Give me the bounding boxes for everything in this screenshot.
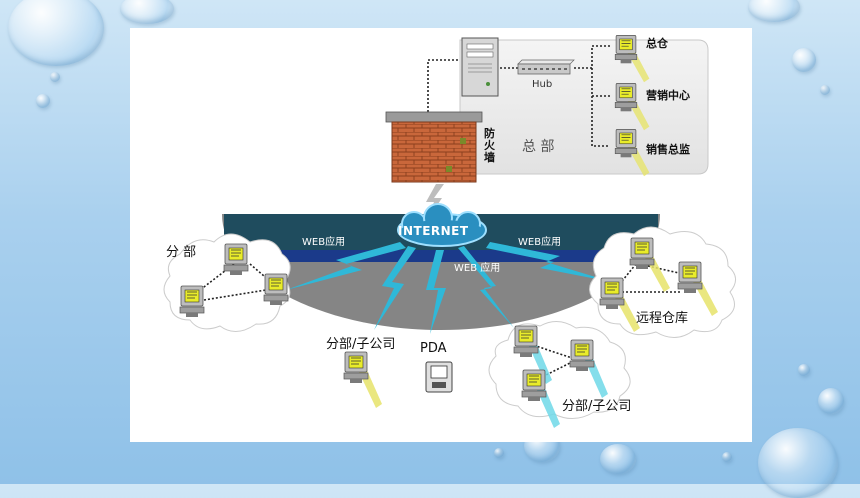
computer-icon (179, 285, 205, 318)
water-drop-decoration (792, 48, 816, 72)
internet-label: INTERNET (398, 224, 469, 238)
computer-icon (614, 82, 650, 131)
web-app-label-right: WEB应用 (518, 237, 562, 248)
water-drop-decoration (8, 0, 104, 66)
computer-icon (223, 243, 249, 276)
computer-icon (629, 237, 670, 292)
server-icon (461, 37, 499, 97)
terminal-label-warehouse: 总仓 (646, 37, 668, 50)
computer-icon (513, 325, 552, 384)
firewall-icon (385, 111, 483, 183)
web-app-label-left: WEB应用 (302, 237, 346, 248)
computer-icon (263, 273, 289, 306)
branch-network-remote (589, 226, 736, 338)
terminal-label-sales-director: 销售总监 (646, 143, 690, 156)
hub-icon (517, 59, 575, 75)
water-drop-decoration (494, 448, 504, 458)
water-drop-decoration (818, 388, 844, 414)
water-drop-decoration (36, 94, 50, 108)
network-diagram (163, 34, 736, 428)
terminal-label-marketing: 营销中心 (646, 89, 690, 102)
web-app-label-center: WEB 应用 (454, 263, 501, 274)
computer-icon (614, 128, 650, 177)
slide-content-area: Hub 总 部 防 火 墙 总仓 营销中心 销售总监 INTERNET WEB应… (130, 28, 752, 442)
computer-icon (569, 339, 608, 398)
pda-icon (425, 361, 453, 393)
water-drop-decoration (120, 0, 174, 24)
branch-subsidiary-label-left: 分部/子公司 (326, 337, 396, 352)
computer-icon (343, 351, 382, 408)
water-drop-decoration (722, 452, 732, 462)
branch-network-bottom-right (488, 321, 631, 428)
water-drop-decoration (798, 364, 810, 376)
water-drop-decoration (758, 428, 838, 498)
branch-subsidiary-label-right: 分部/子公司 (562, 399, 632, 414)
hq-links (427, 45, 610, 147)
computer-icon (599, 277, 640, 332)
hub-label: Hub (532, 79, 553, 90)
lightning-icon (286, 242, 612, 334)
computer-icon (614, 34, 650, 83)
cloud-icon (397, 203, 487, 247)
remote-warehouse-label: 远程仓库 (636, 311, 689, 326)
water-drop-decoration (820, 85, 830, 95)
water-drop-decoration (50, 72, 60, 82)
hq-label: 总 部 (522, 139, 555, 155)
water-drop-decoration (748, 0, 800, 22)
water-drop-decoration (600, 444, 636, 474)
computer-icon (677, 261, 718, 316)
firewall-label: 防 火 墙 (484, 127, 495, 165)
pda-label: PDA (420, 341, 447, 356)
branch-network-left (163, 233, 291, 332)
branch-label: 分 部 (166, 245, 197, 260)
computer-icon (521, 369, 560, 428)
